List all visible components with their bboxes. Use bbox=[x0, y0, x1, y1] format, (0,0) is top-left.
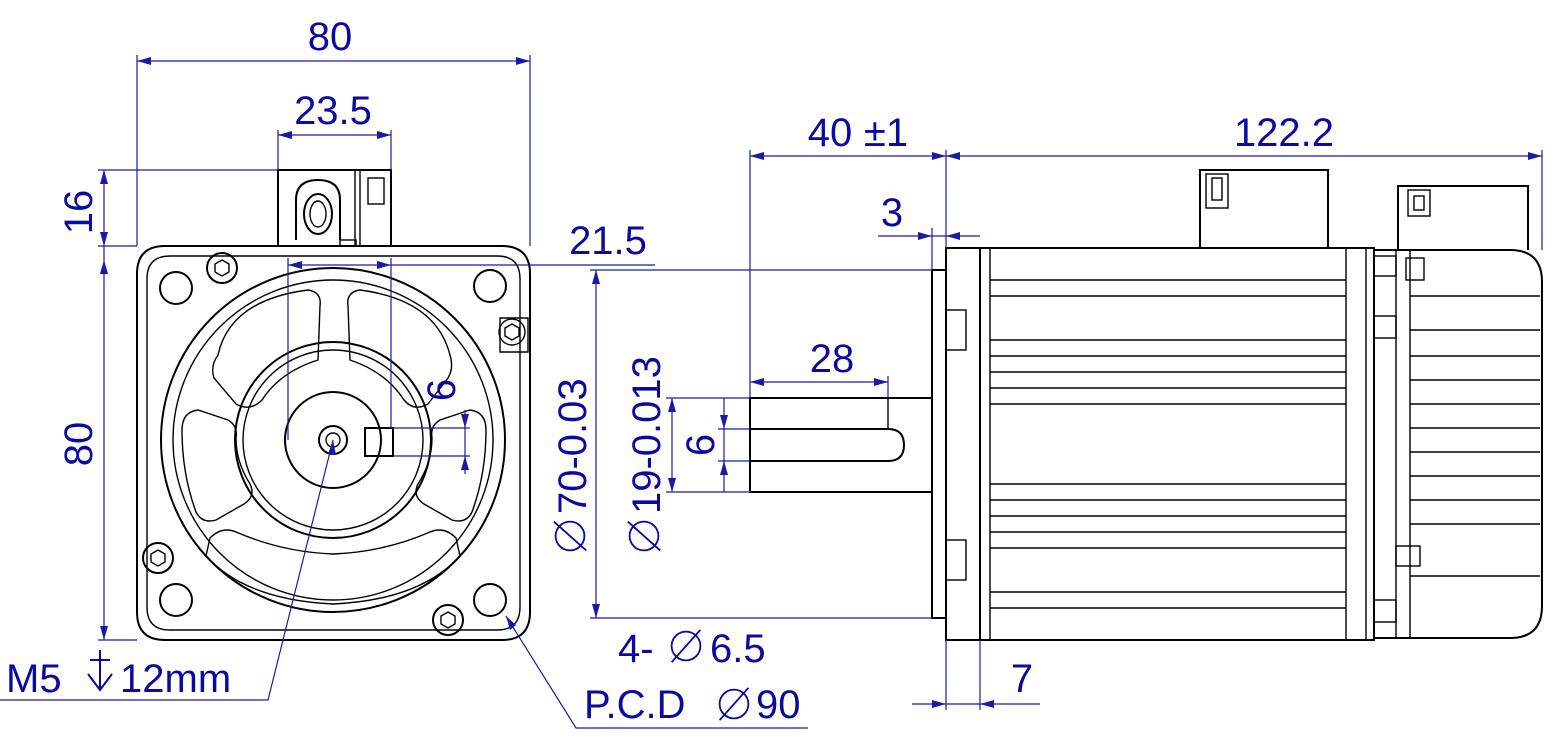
diameter-symbol-icon bbox=[670, 628, 702, 664]
dim-connector-height: 16 bbox=[57, 190, 101, 235]
dimension-labels: 80 23.5 16 80 21.5 6 40 ±1 122.2 3 28 70… bbox=[6, 15, 1334, 727]
callout-tapped-hole: M5 12mm bbox=[6, 650, 231, 701]
dim-flange-thickness: 7 bbox=[1011, 657, 1033, 701]
front-flange bbox=[136, 245, 531, 641]
front-view bbox=[136, 169, 531, 641]
front-connector bbox=[277, 169, 392, 247]
dim-key-length: 28 bbox=[810, 337, 855, 381]
svg-text:90: 90 bbox=[756, 683, 801, 727]
side-view bbox=[749, 169, 1543, 641]
svg-text:19-0.013: 19-0.013 bbox=[625, 356, 669, 514]
svg-text:6.5: 6.5 bbox=[710, 627, 766, 671]
corner-holes bbox=[142, 252, 507, 636]
svg-text:70-0.03: 70-0.03 bbox=[551, 378, 595, 514]
dimension-lines bbox=[0, 55, 1543, 729]
callout-mount-holes: 4- 6.5 bbox=[618, 627, 766, 671]
diameter-symbol-icon bbox=[718, 686, 750, 722]
dim-boss-offset: 21.5 bbox=[569, 219, 647, 263]
dim-flange-height: 80 bbox=[57, 422, 101, 467]
svg-text:12mm: 12mm bbox=[120, 657, 231, 701]
encoder-ribs bbox=[1410, 295, 1540, 577]
callout-pcd: P.C.D 90 bbox=[584, 683, 801, 727]
encoder-cover bbox=[1373, 249, 1543, 639]
dim-overall-length: 122.2 bbox=[1234, 111, 1334, 155]
dim-key-height-front: 6 bbox=[420, 379, 464, 401]
motor-body bbox=[979, 247, 1375, 641]
body-fins bbox=[990, 279, 1346, 609]
dim-flange-width: 80 bbox=[308, 15, 353, 59]
depth-symbol-icon bbox=[87, 650, 113, 692]
dim-boss-height: 3 bbox=[881, 191, 903, 235]
svg-text:M5: M5 bbox=[6, 657, 62, 701]
dim-pilot-diameter: 70-0.03 bbox=[551, 378, 595, 552]
diameter-symbol-icon bbox=[626, 520, 662, 552]
diameter-symbol-icon bbox=[552, 520, 588, 552]
svg-text:P.C.D: P.C.D bbox=[584, 683, 686, 727]
dim-key-width: 6 bbox=[679, 434, 723, 456]
dim-connector-width: 23.5 bbox=[294, 89, 372, 133]
svg-text:4-: 4- bbox=[618, 627, 654, 671]
dim-shaft-length: 40 bbox=[808, 111, 853, 155]
dim-shaft-diameter: 19-0.013 bbox=[625, 356, 669, 552]
dim-shaft-tolerance: ±1 bbox=[864, 111, 908, 155]
